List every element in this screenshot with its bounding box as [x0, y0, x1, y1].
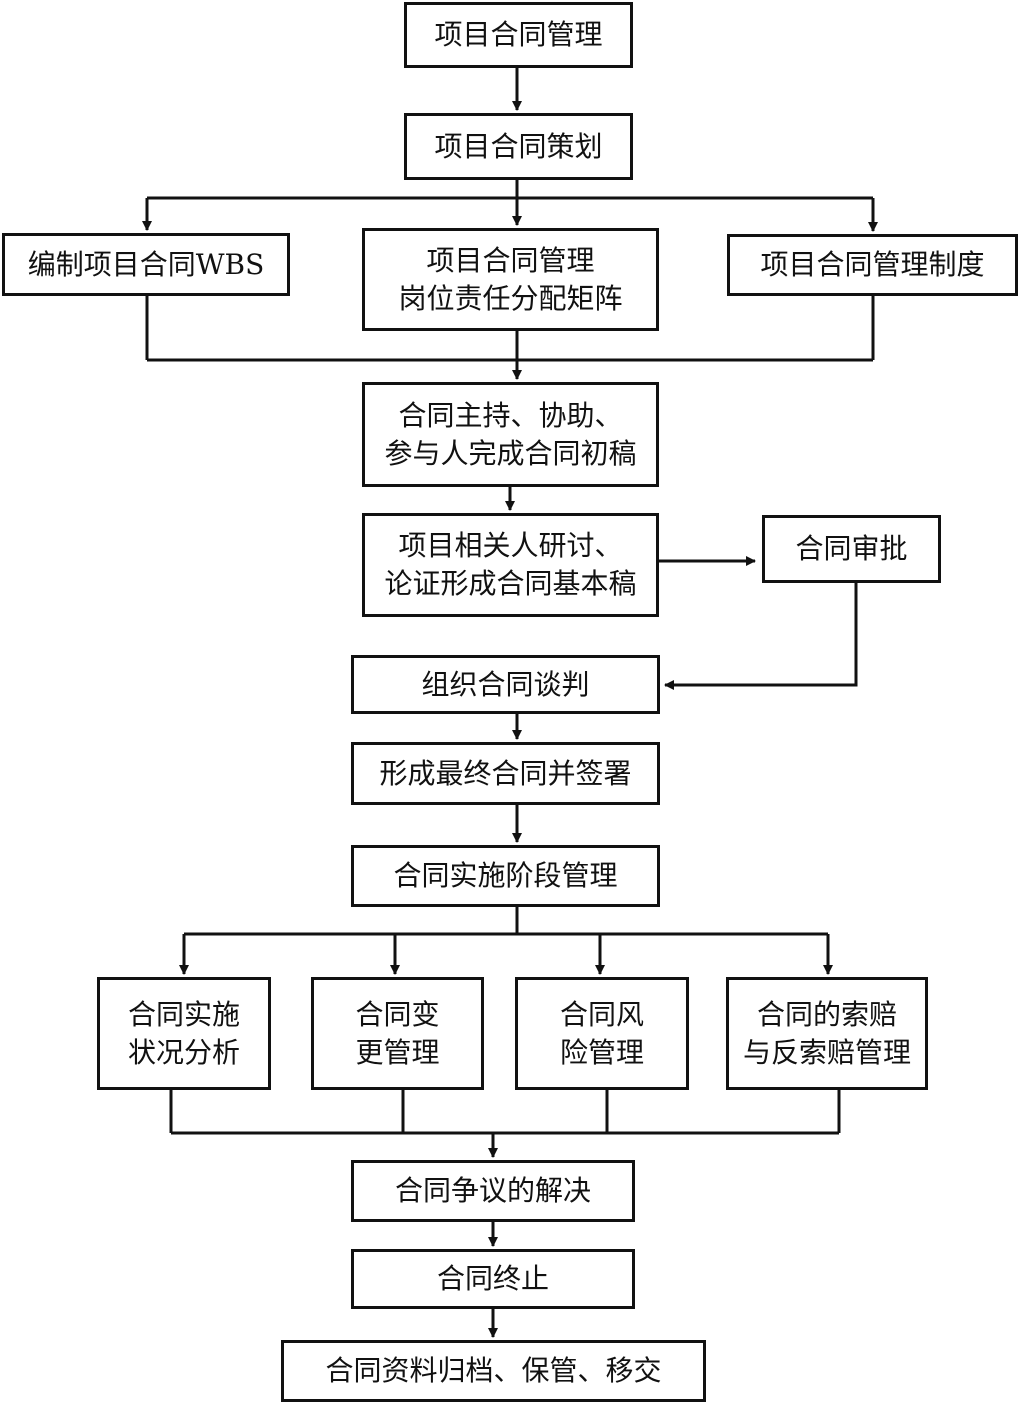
node-line: 合同的索赔 — [756, 997, 897, 1031]
node-archive-handover: 合同资料归档、保管、移交 — [281, 1340, 706, 1402]
node-management-rules: 项目合同管理制度 — [727, 234, 1018, 296]
node-contract-basic-draft: 项目相关人研讨、 论证形成合同基本稿 — [362, 513, 659, 617]
node-line: 险管理 — [559, 1035, 644, 1069]
node-line: 合同变 — [355, 997, 440, 1031]
node-project-contract-management: 项目合同管理 — [404, 2, 633, 68]
node-final-contract-signing: 形成最终合同并签署 — [351, 742, 660, 805]
node-line: 合同风 — [559, 997, 644, 1031]
node-line: 合同资料归档、保管、移交 — [325, 1354, 662, 1387]
node-line: 更管理 — [355, 1035, 440, 1069]
node-line: 岗位责任分配矩阵 — [398, 281, 623, 315]
node-dispute-resolution: 合同争议的解决 — [351, 1160, 635, 1222]
node-line: 组织合同谈判 — [421, 667, 590, 701]
node-contract-approval: 合同审批 — [762, 515, 941, 583]
node-line: 参与人完成合同初稿 — [384, 436, 637, 470]
node-contract-negotiation: 组织合同谈判 — [351, 655, 660, 714]
node-line: 项目合同管理制度 — [760, 248, 985, 281]
node-line: 合同终止 — [436, 1262, 549, 1295]
node-claims-management: 合同的索赔 与反索赔管理 — [726, 977, 928, 1090]
node-line: 合同实施 — [127, 997, 240, 1031]
node-line: 合同实施阶段管理 — [393, 859, 618, 892]
node-line: 形成最终合同并签署 — [379, 756, 632, 790]
node-line: 合同审批 — [795, 532, 908, 565]
node-line: 项目合同管理 — [426, 243, 595, 277]
node-line: 合同争议的解决 — [394, 1174, 591, 1207]
node-change-management: 合同变 更管理 — [311, 977, 484, 1090]
node-responsibility-matrix: 项目合同管理 岗位责任分配矩阵 — [362, 228, 659, 331]
node-implementation-management: 合同实施阶段管理 — [351, 845, 660, 907]
node-contract-wbs: 编制项目合同WBS — [2, 233, 290, 296]
node-line: 与反索赔管理 — [742, 1035, 911, 1069]
node-line: 项目相关人研讨、 — [398, 529, 623, 562]
node-implementation-analysis: 合同实施 状况分析 — [97, 977, 271, 1090]
node-line: 状况分析 — [127, 1035, 240, 1069]
node-line: 编制项目合同WBS — [27, 247, 265, 281]
node-contract-first-draft: 合同主持、协助、 参与人完成合同初稿 — [362, 382, 659, 487]
node-line: 项目合同管理 — [434, 18, 603, 51]
node-risk-management: 合同风 险管理 — [515, 977, 689, 1090]
node-line: 论证形成合同基本稿 — [384, 567, 637, 600]
node-line: 合同主持、协助、 — [398, 398, 623, 432]
node-contract-planning: 项目合同策划 — [404, 113, 633, 180]
node-line: 项目合同策划 — [434, 129, 603, 163]
node-contract-termination: 合同终止 — [351, 1249, 635, 1309]
edge-n5r-n6 — [664, 583, 858, 690]
